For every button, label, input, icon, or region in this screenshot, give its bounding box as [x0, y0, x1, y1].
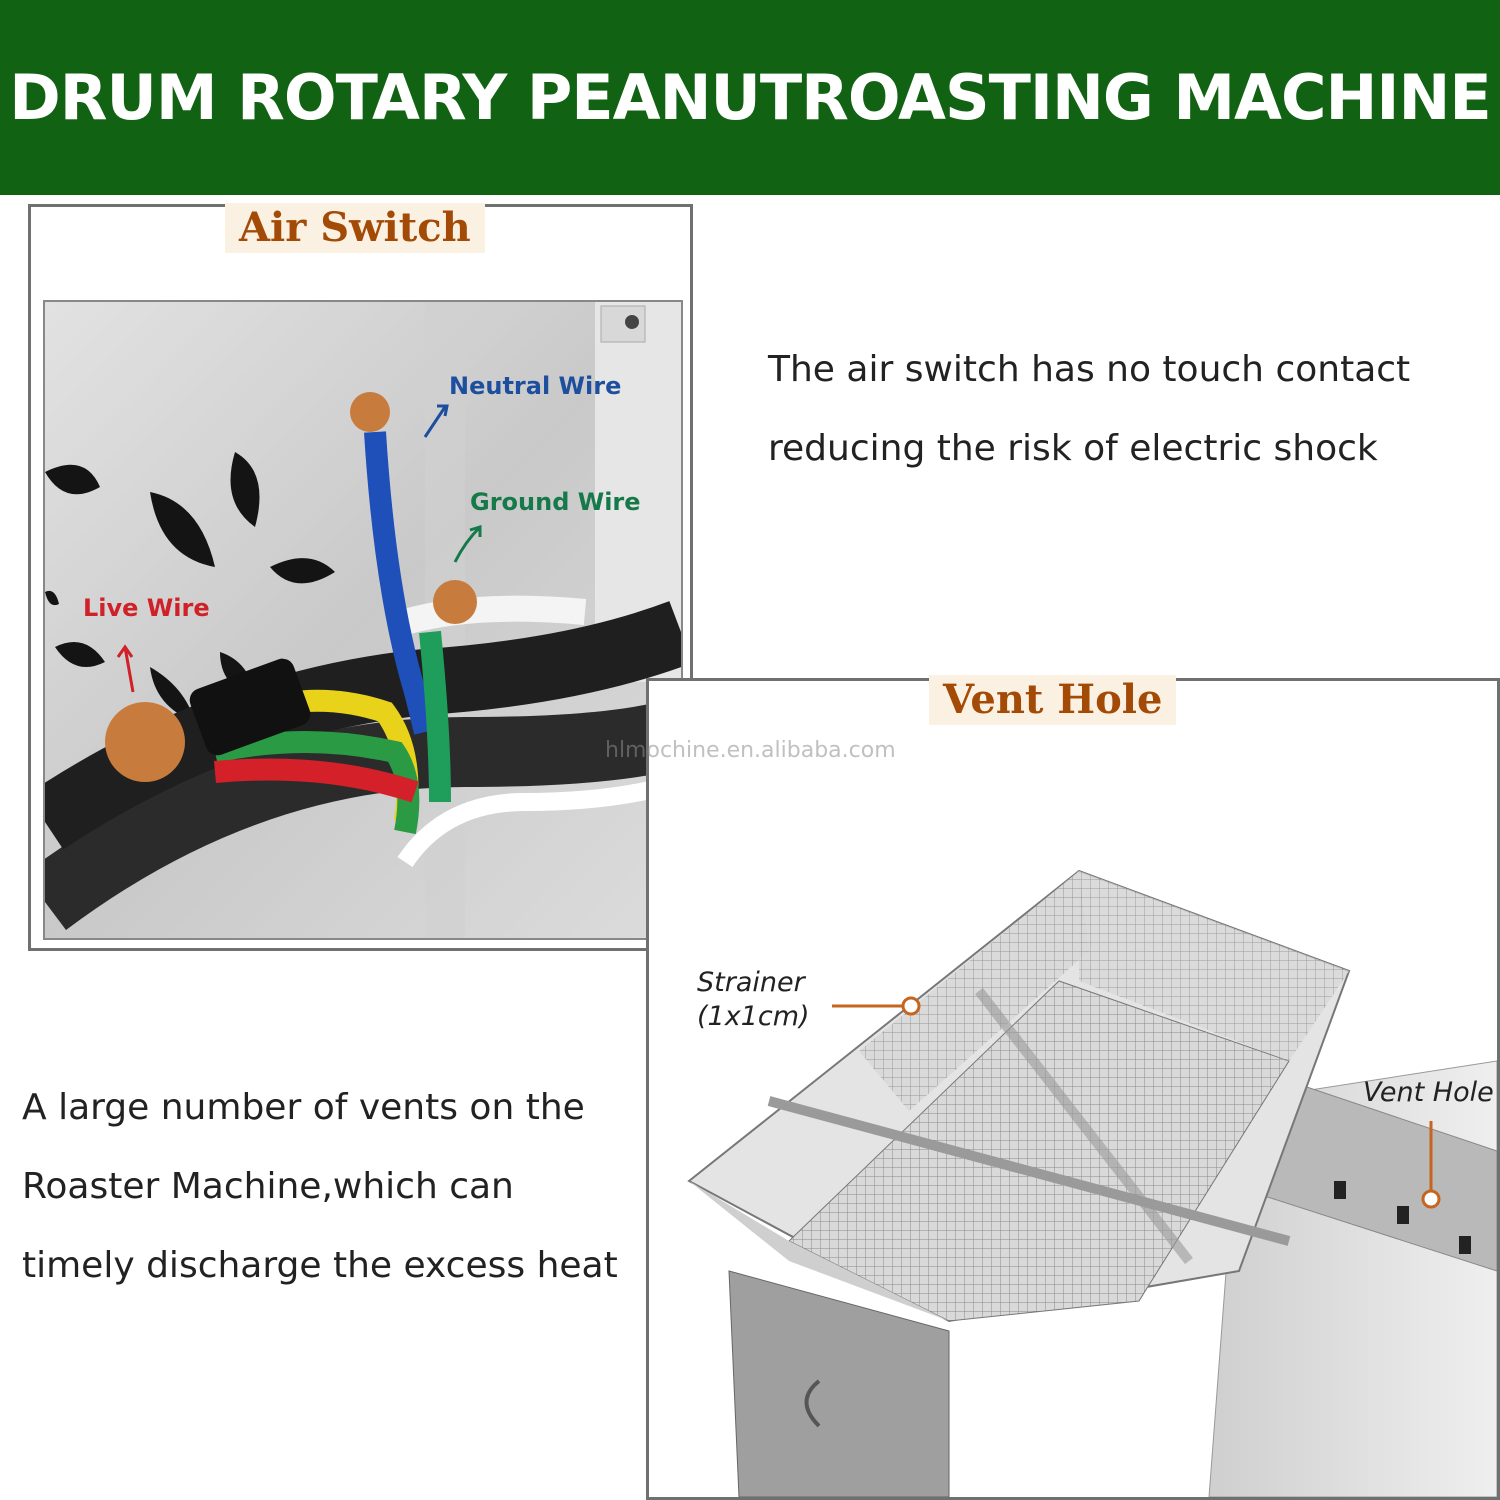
title-banner: DRUM ROTARY PEANUTROASTING MACHINE [0, 0, 1500, 195]
vent-description-line: A large number of vents on the [22, 1087, 585, 1128]
roaster-photo: Strainer (1x1cm) Vent Hole [649, 681, 1497, 1497]
ground-wire-label: Ground Wire [470, 488, 641, 516]
vent-description: A large number of vents on the Roaster M… [22, 1068, 642, 1305]
vent-hole-label: Vent Hole [1363, 1077, 1494, 1108]
vent-hole-panel: Strainer (1x1cm) Vent Hole Vent Hole [646, 675, 1500, 1500]
live-wire-label: Live Wire [83, 594, 210, 622]
banner-title: DRUM ROTARY PEANUTROASTING MACHINE [9, 61, 1491, 134]
air-switch-panel: Air Switch [28, 203, 693, 951]
air-switch-description: The air switch has no touch contact redu… [768, 330, 1468, 488]
strainer-label-line1: Strainer [697, 967, 805, 998]
air-switch-description-line: The air switch has no touch contact [768, 349, 1411, 390]
vent-description-line: Roaster Machine,which can [22, 1166, 514, 1207]
neutral-wire-label: Neutral Wire [449, 372, 622, 400]
air-switch-tag: Air Switch [225, 203, 485, 253]
vent-hole-tag: Vent Hole [929, 675, 1177, 725]
air-switch-description-line: reducing the risk of electric shock [768, 428, 1378, 469]
roaster-illustration [649, 681, 1497, 1497]
strainer-label-line2: (1x1cm) [697, 1001, 810, 1032]
wiring-photo: Neutral Wire Ground Wire Live Wire [43, 300, 683, 940]
vent-description-line: timely discharge the excess heat [22, 1245, 618, 1286]
wiring-illustration [45, 302, 681, 938]
watermark: hlmochine.en.alibaba.com [605, 738, 896, 763]
